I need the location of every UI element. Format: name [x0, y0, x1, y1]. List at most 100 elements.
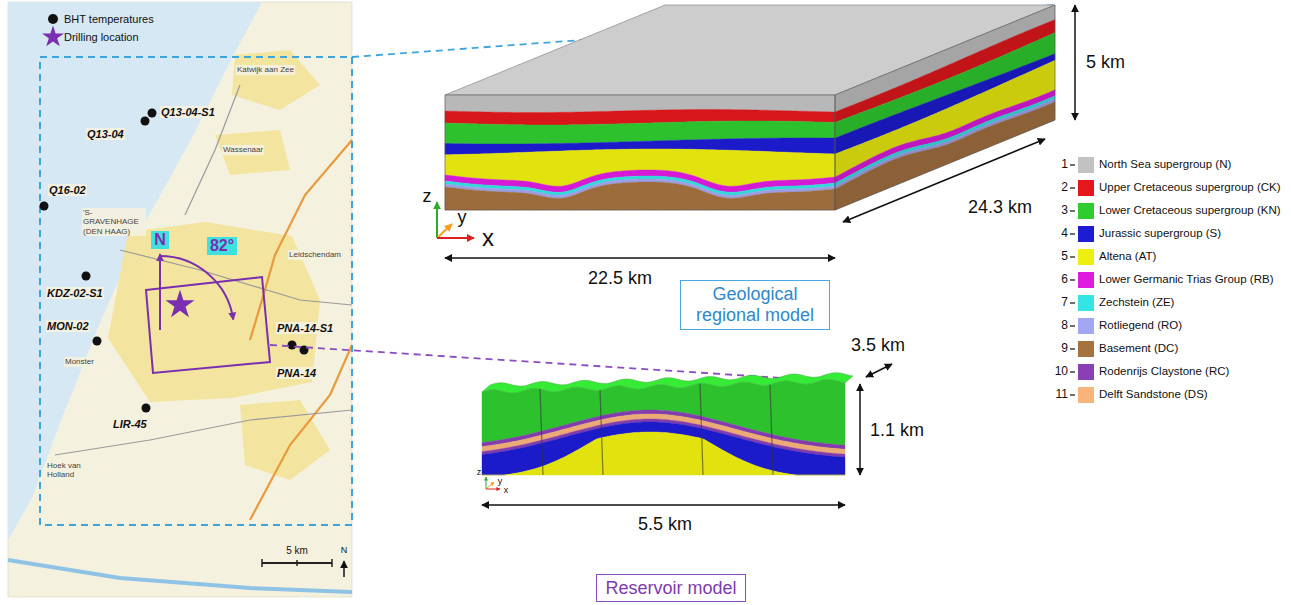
- scale-tick: [331, 559, 333, 567]
- map-land: [8, 2, 352, 597]
- scale-label: 5 km: [286, 545, 308, 557]
- angle-badge: 82°: [207, 237, 237, 255]
- legend-number: 4: [1061, 227, 1068, 241]
- scale-tick: [261, 559, 263, 567]
- legend-label: Zechstein (ZE): [1099, 296, 1174, 309]
- well-label: LIR-45: [112, 418, 148, 431]
- well-dot: [82, 272, 91, 281]
- block-front-layer: [445, 182, 835, 210]
- legend-dash: [1070, 164, 1075, 165]
- legend-label: Jurassic supergroup (S): [1099, 227, 1221, 240]
- legend-dash: [1070, 279, 1075, 280]
- place-name: Hoek van Holland: [46, 461, 93, 479]
- legend-label: BHT temperatures: [64, 13, 154, 26]
- well-label: PNA-14: [276, 367, 317, 380]
- urban-area: [108, 222, 320, 402]
- north-arrow-small: [343, 561, 345, 577]
- legend-swatch: [1078, 203, 1094, 219]
- legend-dash: [1070, 187, 1075, 188]
- dimension-label: 22.5 km: [588, 268, 652, 289]
- regional-block: [445, 5, 1055, 210]
- legend-dash: [1070, 302, 1075, 303]
- legend-label: Delft Sandstone (DS): [1099, 388, 1208, 401]
- dimensions: [437, 5, 1075, 505]
- drilling-star: [166, 290, 195, 318]
- legend-dash: [1070, 256, 1075, 257]
- legend-swatch: [1078, 157, 1094, 173]
- regional-model-extent: [40, 57, 352, 525]
- reservoir-layer: [482, 422, 845, 475]
- road: [8, 560, 352, 592]
- legend-label: Altena (AT): [1099, 250, 1156, 263]
- place-name: Wassenaar: [222, 145, 264, 154]
- legend-number: 1: [1061, 158, 1068, 172]
- north-arrow: [159, 254, 161, 330]
- legend-dash: [1070, 233, 1075, 234]
- axis-arrow: [437, 224, 452, 238]
- urban-area: [215, 130, 290, 175]
- legend-dash: [1070, 210, 1075, 211]
- road: [55, 410, 352, 455]
- dimension-label: 3.5 km: [851, 335, 905, 356]
- axis-arrow: [486, 489, 500, 490]
- urban-area: [232, 50, 320, 110]
- legend-label: Lower Germanic Trias Group (RB): [1099, 273, 1273, 286]
- well-label: Q13-04-S1: [160, 106, 216, 119]
- place-name: 'S-GRAVENHAGE (DEN HAAG): [82, 208, 146, 236]
- legend-number: 8: [1061, 319, 1068, 333]
- legend-number: 11: [1056, 388, 1068, 402]
- legend-swatch: [1078, 226, 1094, 242]
- legend-number: 2: [1061, 181, 1068, 195]
- legend-label: Drilling location: [64, 31, 139, 44]
- legend-dash: [1070, 371, 1075, 372]
- fault-line: [540, 389, 543, 475]
- block-outline: [835, 5, 1055, 210]
- place-name: Leidschendam: [288, 250, 342, 259]
- model-title-box: Geological regional model: [680, 280, 830, 329]
- dimension-arrow: [445, 257, 835, 259]
- axis-label: z: [477, 467, 482, 477]
- legend-label: North Sea supergroup (N): [1099, 158, 1231, 171]
- legend-number: 7: [1061, 296, 1068, 310]
- legend-dash: [1070, 325, 1075, 326]
- dimension-label: 5.5 km: [638, 514, 692, 535]
- axis-arrow: [486, 482, 494, 489]
- well-label: Q16-02: [48, 184, 87, 197]
- dimension-label: 24.3 km: [968, 197, 1032, 218]
- legend-swatch: [1078, 318, 1094, 334]
- map: [8, 2, 352, 597]
- legend-label: Upper Cretaceous supergroup (CK): [1099, 181, 1281, 194]
- legend-dot: [48, 14, 58, 24]
- legend-number: 5: [1061, 250, 1068, 264]
- block-front-layer: [445, 95, 835, 113]
- axis-label: y: [498, 476, 503, 486]
- legend-swatch: [1078, 295, 1094, 311]
- scale-tick: [296, 560, 298, 566]
- dimension-arrow: [843, 139, 1045, 222]
- well-dot: [141, 117, 150, 126]
- legend-swatch: [1078, 387, 1094, 403]
- block-outline: [445, 95, 835, 210]
- north-badge: N: [151, 231, 169, 249]
- legend-swatch: [1078, 180, 1094, 196]
- legend-swatch: [1078, 364, 1094, 380]
- axis-label: x: [504, 485, 509, 495]
- legend-swatch: [1078, 272, 1094, 288]
- legend-dash: [1070, 348, 1075, 349]
- dimension-arrow: [1074, 5, 1076, 120]
- legend-symbols: [42, 14, 1075, 395]
- legend-swatch: [1078, 341, 1094, 357]
- axis-label: x: [482, 224, 494, 252]
- dimension-arrow: [866, 364, 892, 377]
- well-label: KDZ-02-S1: [46, 287, 104, 300]
- well-dot: [40, 202, 49, 211]
- well-label: Q13-04: [86, 128, 125, 141]
- legend-dash: [1070, 394, 1075, 395]
- reservoir-layer: [482, 432, 845, 475]
- road: [120, 250, 352, 305]
- dimension-arrow: [859, 384, 861, 475]
- block-side-layer: [835, 102, 1055, 210]
- legend-star: [42, 25, 64, 46]
- angle-arc: [160, 256, 233, 320]
- axis-arrow: [437, 237, 474, 239]
